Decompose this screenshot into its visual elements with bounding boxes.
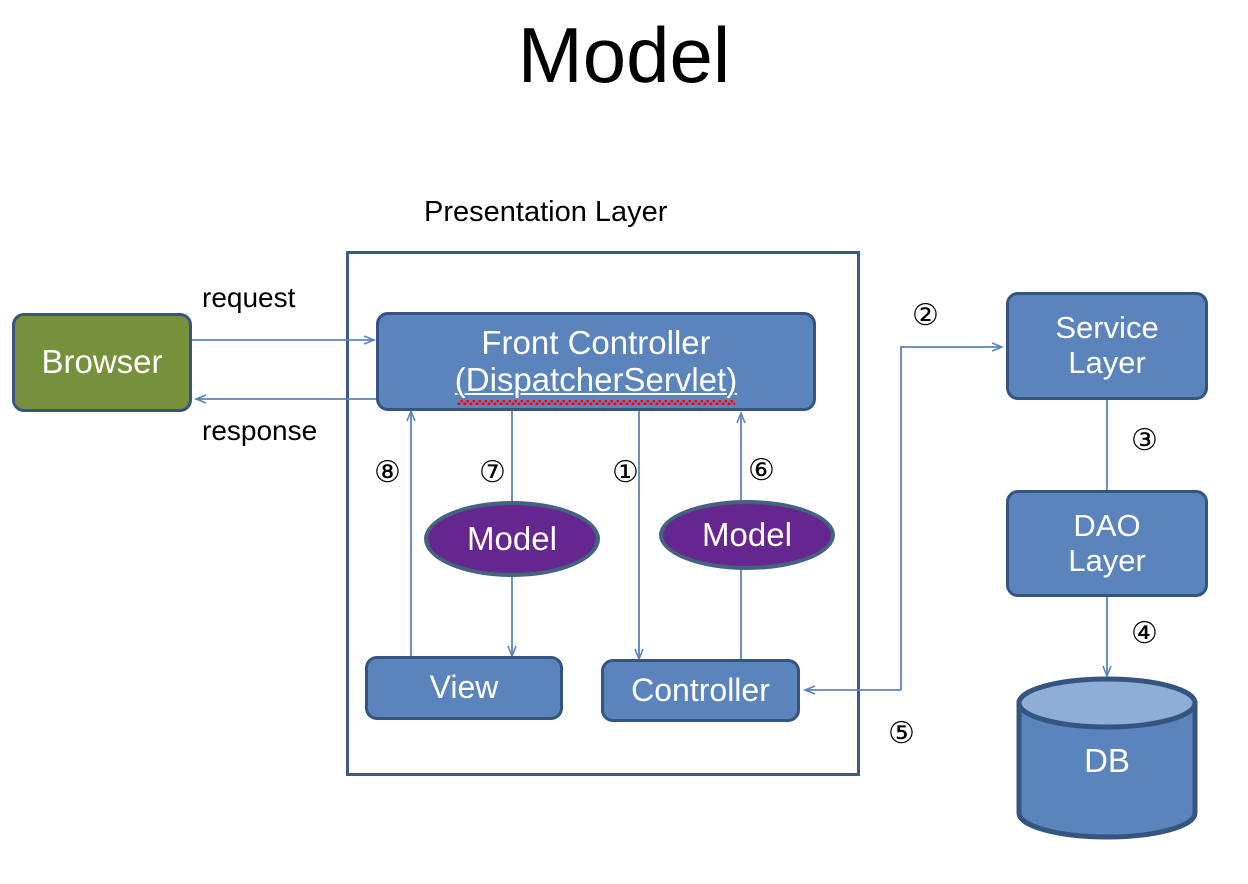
node-service-layer-line1: Service xyxy=(1055,310,1159,346)
step-marker-2: ② xyxy=(912,299,939,332)
node-db-label: DB xyxy=(1084,742,1130,780)
node-dao-layer-line2: Layer xyxy=(1068,542,1146,578)
node-db[interactable]: DB xyxy=(1016,676,1198,840)
node-service-layer[interactable]: Service Layer xyxy=(1006,292,1208,400)
node-view[interactable]: View xyxy=(365,656,563,720)
label-response: response xyxy=(202,415,318,446)
db-cylinder-shape xyxy=(1016,676,1198,840)
node-service-layer-line2: Layer xyxy=(1068,345,1146,380)
step-marker-3: ③ xyxy=(1131,424,1158,457)
step-marker-8: ⑧ xyxy=(374,456,401,489)
label-request: request xyxy=(202,282,296,313)
presentation-layer-frame xyxy=(346,251,860,776)
node-dao-layer[interactable]: DAO Layer xyxy=(1006,490,1208,597)
step-marker-4: ④ xyxy=(1131,617,1158,650)
node-dao-layer-line1: DAO xyxy=(1073,507,1141,543)
node-model-right[interactable]: Model xyxy=(659,500,835,570)
node-controller-label: Controller xyxy=(631,671,770,708)
node-view-label: View xyxy=(429,669,499,706)
step-marker-7: ⑦ xyxy=(479,456,506,489)
presentation-layer-label: Presentation Layer xyxy=(424,196,668,228)
page-title: Model xyxy=(517,11,731,99)
step-marker-5: ⑤ xyxy=(888,717,915,750)
node-controller[interactable]: Controller xyxy=(601,659,800,722)
node-model-left[interactable]: Model xyxy=(424,501,600,577)
node-front-controller-sublabel: (DispatcherServlet) xyxy=(454,360,738,406)
node-front-controller[interactable]: Front Controller (DispatcherServlet) xyxy=(376,312,816,411)
node-browser-label: Browser xyxy=(41,343,163,381)
wire-step-2 xyxy=(900,342,1005,690)
node-browser[interactable]: Browser xyxy=(12,313,192,412)
node-model-left-label: Model xyxy=(467,520,557,557)
step-marker-1: ① xyxy=(612,456,639,489)
node-front-controller-label: Front Controller xyxy=(481,323,711,361)
node-model-right-label: Model xyxy=(702,516,792,553)
step-marker-6: ⑥ xyxy=(748,454,775,487)
